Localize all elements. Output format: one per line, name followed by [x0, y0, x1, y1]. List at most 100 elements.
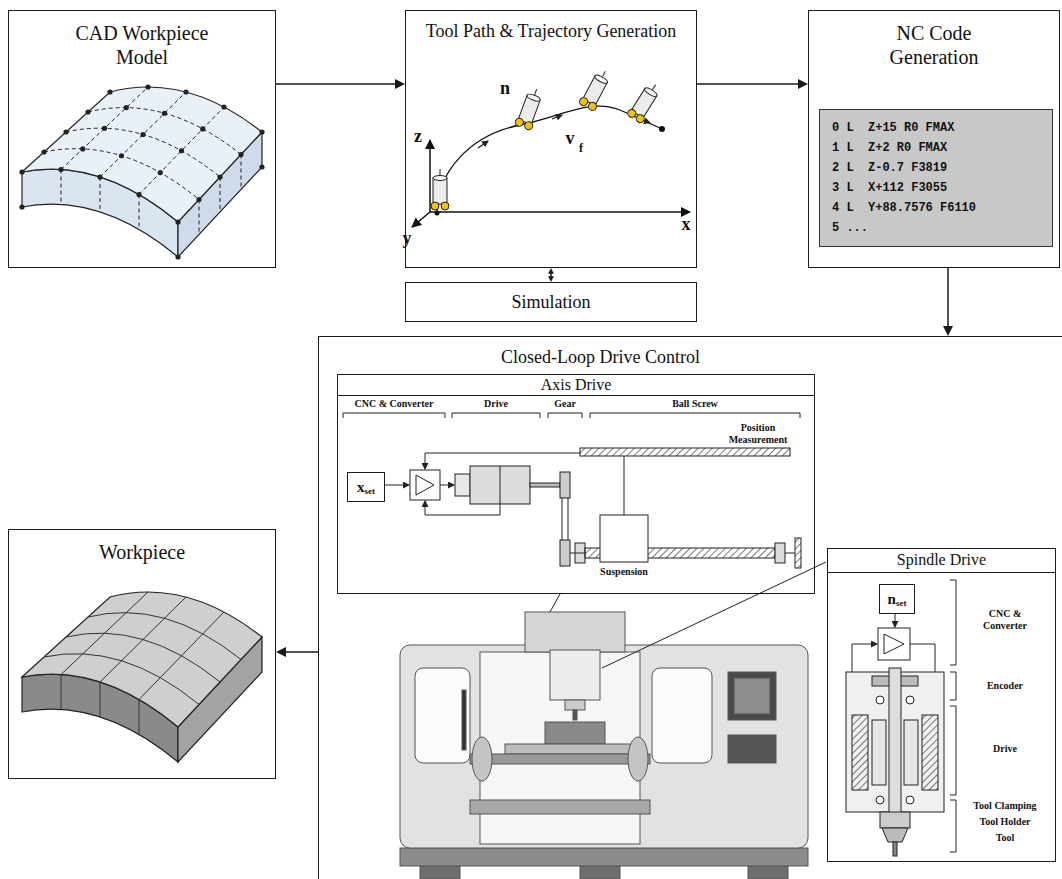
label-wrap: n — [495, 78, 515, 100]
amplifier-symbol — [416, 475, 434, 495]
tool-icon — [441, 202, 449, 210]
coordinate-axes — [430, 211, 690, 213]
cad-model — [61, 87, 148, 170]
symbol-text: n — [888, 591, 896, 608]
result-box: Workpiece — [8, 529, 276, 779]
tool-path-illustration — [412, 67, 690, 227]
label-wrap: CNC & Converter — [973, 608, 1037, 632]
panel-title: Axis Drive — [338, 375, 814, 394]
label-wrap: y — [397, 228, 417, 250]
label-wrap: Position Measurement — [722, 422, 794, 446]
tool-icon — [626, 80, 663, 124]
cad-model — [22, 87, 262, 222]
group-bracket — [950, 672, 956, 700]
cad-model — [58, 167, 63, 172]
code-line: 1 L Z+2 R0 FMAX — [832, 138, 1040, 158]
bearing — [906, 796, 914, 804]
box-title: Workpiece — [42, 540, 242, 564]
symbol-subscript: set — [896, 598, 907, 608]
connector — [548, 268, 554, 282]
carriage-sensor — [624, 456, 625, 515]
motor-symbol — [455, 474, 470, 496]
arrow-head — [798, 79, 808, 89]
connector-line — [284, 651, 318, 653]
cad-model — [259, 164, 264, 169]
workpiece-model — [139, 612, 224, 700]
group-label: CNC & Converter — [973, 608, 1037, 632]
cad-model — [175, 254, 180, 259]
cad-model — [158, 170, 163, 175]
machine-illustration — [472, 737, 492, 781]
coordinate-axes — [429, 140, 431, 212]
cad-model — [80, 146, 85, 151]
group-label: Drive — [963, 743, 1047, 755]
group-bracket — [343, 413, 445, 418]
code-line: 5 ... — [832, 218, 1040, 238]
machine-illustration — [573, 710, 577, 720]
spindle-shaft — [889, 668, 901, 814]
feed-arrows — [552, 115, 562, 119]
cad-model — [19, 84, 264, 259]
connector — [943, 268, 953, 336]
tool-icon — [440, 169, 441, 175]
process-box: CAD Workpiece Model — [8, 10, 276, 268]
cad-model — [100, 177, 101, 212]
cad-model — [44, 87, 241, 235]
header-band: Spindle Drive — [828, 549, 1055, 573]
code-line: 4 L Y+88.7576 F6110 — [832, 198, 1040, 218]
arrow-head — [943, 326, 953, 336]
cad-model — [162, 111, 167, 116]
cad-model — [19, 204, 24, 209]
tool-icon — [587, 101, 598, 112]
label-wrap: Drive — [466, 398, 526, 410]
machine-illustration — [525, 612, 625, 652]
label-wrap: Gear — [545, 398, 585, 410]
tool — [893, 842, 897, 856]
rotor — [872, 720, 886, 785]
cad-model — [85, 109, 90, 114]
tool-icon — [524, 121, 534, 131]
machine-illustration — [470, 800, 650, 814]
cad-model — [140, 132, 145, 137]
workpiece-model — [22, 592, 262, 727]
cad-model — [136, 192, 141, 197]
group-label: Gear — [545, 398, 585, 410]
part-label: Position Measurement — [722, 422, 794, 446]
tool-icon — [635, 113, 646, 124]
title-wrap: CAD Workpiece Model — [57, 11, 227, 69]
cad-model — [259, 129, 264, 134]
connector-line — [697, 83, 800, 85]
gear-pulley — [560, 472, 570, 498]
label-wrap: CNC & Converter — [342, 398, 446, 410]
leader-line — [550, 562, 826, 668]
cad-model — [241, 155, 242, 190]
connector-line — [276, 83, 397, 85]
box-title: Tool Path & Trajectory Generation — [407, 21, 695, 43]
ball-screw — [785, 553, 795, 554]
tool-icon — [603, 71, 606, 76]
label-wrap: x — [676, 214, 696, 236]
cad-model — [63, 129, 68, 134]
gear-pulley — [560, 540, 570, 566]
process-box: NC Code Generation0 L Z+15 R0 FMAX1 L Z+… — [808, 10, 1060, 268]
cad-model — [183, 89, 188, 94]
workpiece-model — [44, 592, 241, 735]
cad-model — [19, 169, 24, 174]
connector — [697, 79, 808, 89]
tool-icon — [431, 169, 449, 210]
machine-illustration — [550, 650, 600, 700]
gear-belt — [562, 498, 568, 540]
bearing — [876, 696, 884, 704]
workpiece-model — [100, 682, 101, 717]
cad-model — [88, 108, 241, 155]
machine-illustration — [565, 700, 585, 710]
group-bracket — [452, 413, 540, 418]
workpiece-model — [139, 700, 140, 735]
subscript-label: f — [576, 141, 586, 155]
machine-illustration — [400, 848, 808, 866]
title-wrap: Workpiece — [42, 530, 242, 564]
signal-line — [440, 485, 454, 486]
cad-model — [61, 170, 62, 205]
ball-screw — [570, 553, 585, 554]
machine-illustration — [400, 645, 808, 848]
